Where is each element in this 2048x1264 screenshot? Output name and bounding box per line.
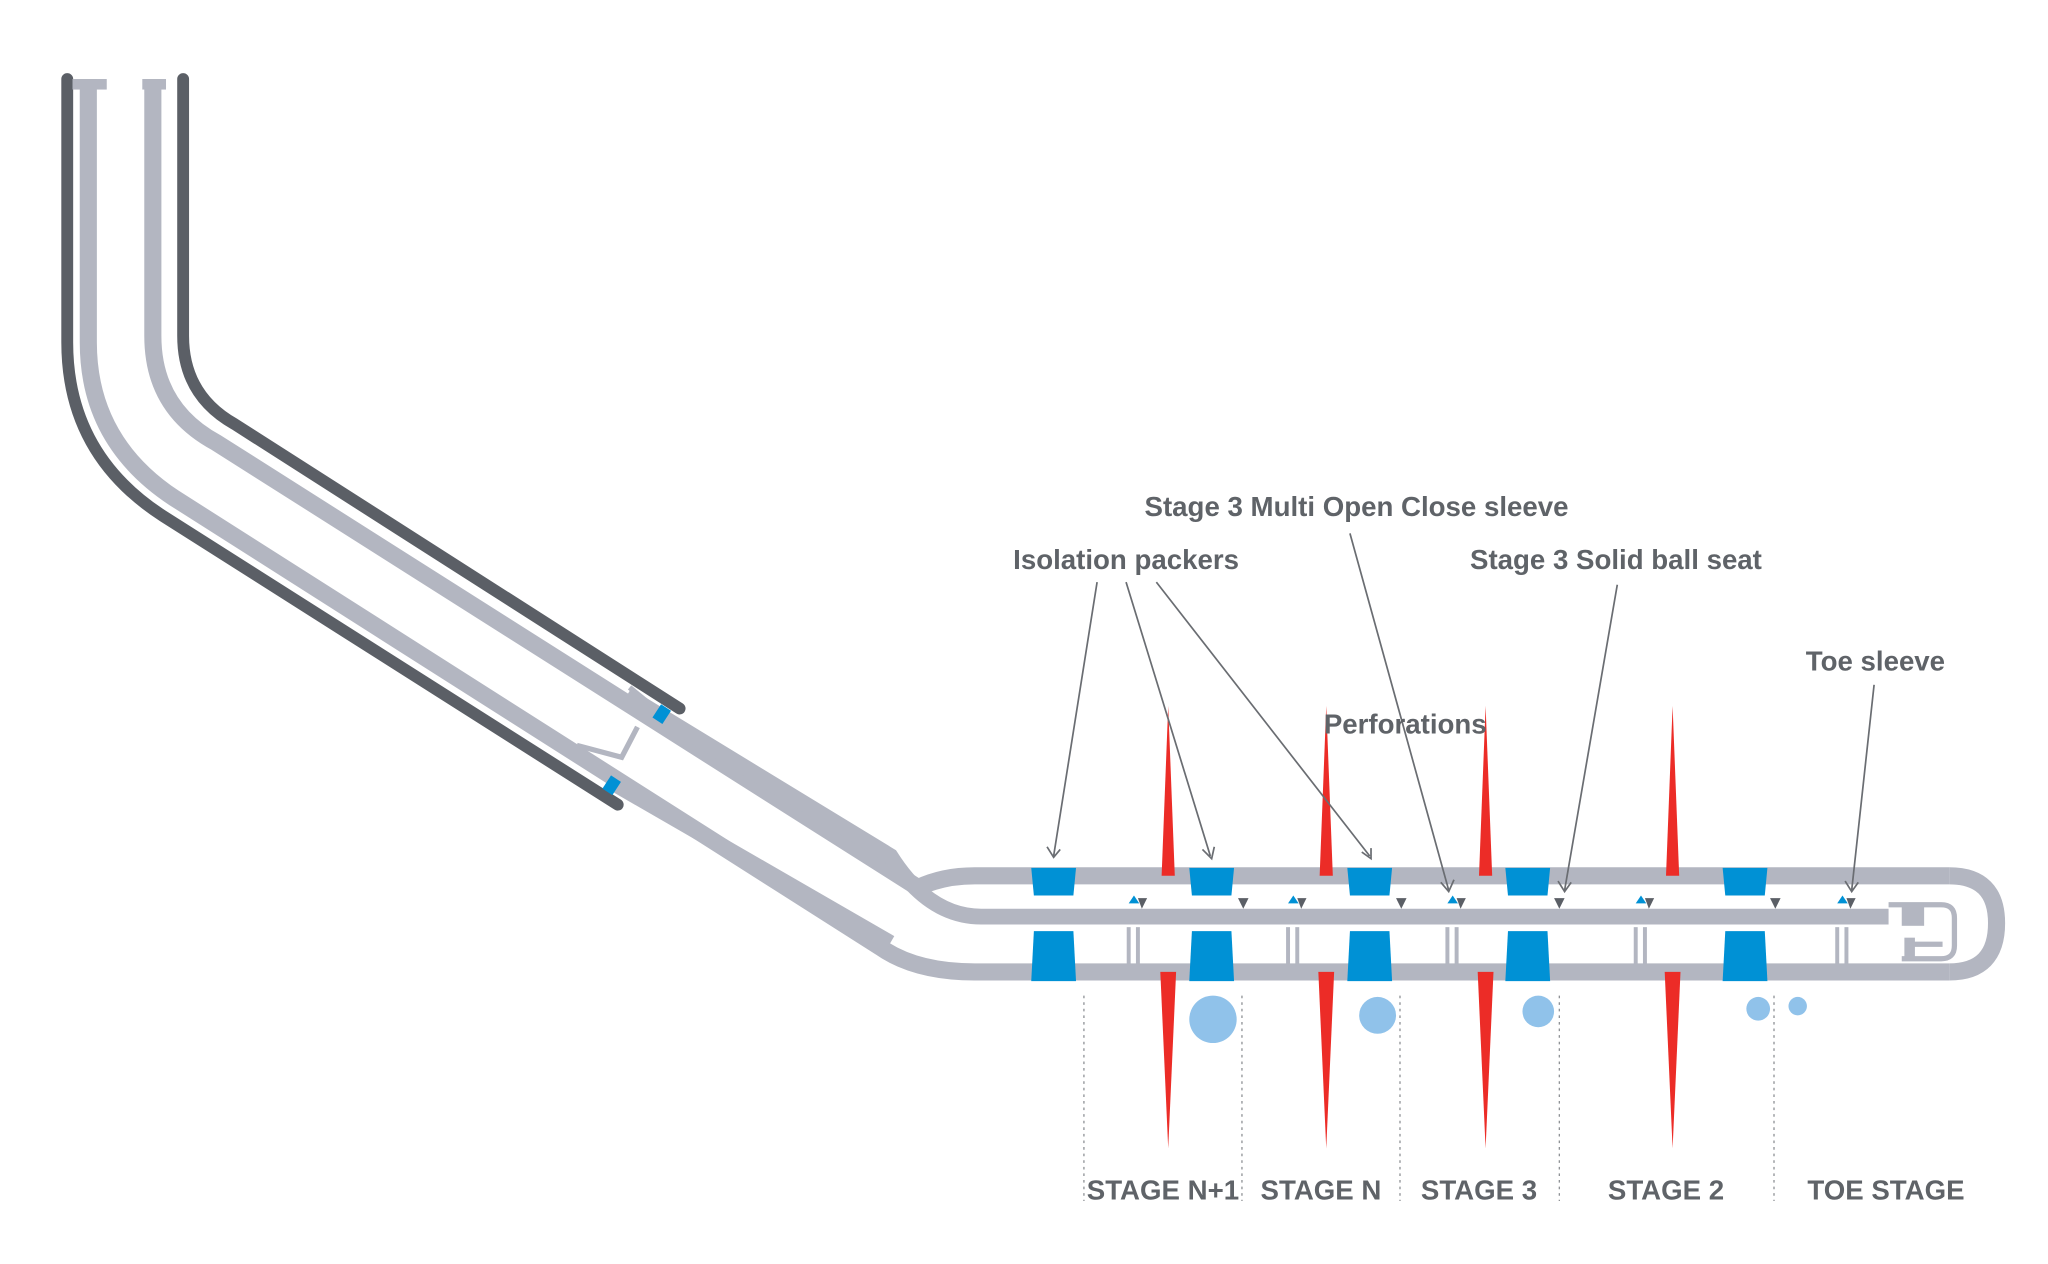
- frac-ball-3: [1522, 995, 1555, 1028]
- sleeve-port-2: [1288, 895, 1299, 904]
- pipe-top-left-wall: [72, 79, 107, 90]
- pipe-top-right-wall: [142, 79, 167, 90]
- liner-hanger-top: [627, 685, 661, 714]
- ball-seat-marker-1: [1238, 898, 1249, 909]
- casing-inner-wall: [177, 73, 686, 715]
- stage-label-n: STAGE N: [1261, 1175, 1382, 1206]
- stage-dividers: [1083, 995, 1775, 1202]
- frac-ball-2: [1359, 996, 1397, 1034]
- frac-fan-down-1: [1160, 971, 1177, 1149]
- ball-seat-marker-3: [1554, 898, 1565, 909]
- inner-liner: [622, 688, 1889, 925]
- sleeve-port-1: [1128, 895, 1140, 904]
- packer-top-1: [1031, 867, 1077, 896]
- inner-liner-lower: [612, 778, 895, 950]
- frac-fan-up-4: [1666, 705, 1680, 876]
- leader-packer-2: [1125, 581, 1216, 861]
- liner-hanger: [576, 725, 640, 761]
- frac-fan-up-3: [1479, 705, 1493, 876]
- outer-pipe-left-wall: [79, 79, 1950, 981]
- packer-top-2: [1189, 867, 1235, 896]
- frac-fan-down-3: [1477, 971, 1494, 1149]
- stage-label-toe: TOE STAGE: [1807, 1175, 1964, 1206]
- stage-label-3: STAGE 3: [1421, 1175, 1537, 1206]
- frac-fan-up-2: [1319, 705, 1333, 876]
- sleeve-port-4: [1635, 895, 1647, 904]
- frac-ball-5: [1788, 996, 1807, 1016]
- frac-fan-down-2: [1318, 971, 1335, 1149]
- ball-seat-marker-2: [1396, 898, 1407, 909]
- leader-ball-seat: [1557, 584, 1619, 894]
- packer-top-3: [1347, 867, 1393, 896]
- sleeves: [1126, 895, 1856, 967]
- packer-bottom-5: [1722, 931, 1768, 982]
- sleeve-port-5: [1837, 895, 1848, 904]
- packer-bottom-2: [1189, 931, 1235, 982]
- frac-balls: [1189, 995, 1807, 1044]
- toe-shoe-plate: [1901, 903, 1925, 926]
- packer-bottom-1: [1031, 931, 1077, 982]
- sleeve-seat-4: [1644, 898, 1655, 909]
- solid-ball-seat-label: Stage 3 Solid ball seat: [1470, 544, 1762, 575]
- leader-packer-3: [1155, 581, 1372, 861]
- toe-shoe-plug: [1904, 937, 1915, 959]
- sleeve-seat-5: [1846, 898, 1856, 909]
- frac-ball-4: [1746, 996, 1771, 1021]
- leader-lines: [1046, 533, 1875, 894]
- packer-bottom-3: [1347, 931, 1393, 982]
- frac-fans: [1160, 705, 1681, 1149]
- toe-sleeve-label: Toe sleeve: [1806, 645, 1945, 676]
- isolation-packers: [1031, 867, 1768, 982]
- sleeve-seat-3: [1456, 898, 1466, 909]
- stage-label-2: STAGE 2: [1608, 1175, 1724, 1206]
- stage-label-n-plus-1: STAGE N+1: [1087, 1175, 1239, 1206]
- packer-bottom-4: [1505, 931, 1551, 982]
- perforations-label: Perforations: [1324, 709, 1487, 740]
- multi-open-close-sleeve-label: Stage 3 Multi Open Close sleeve: [1145, 491, 1569, 522]
- sleeve-port-3: [1447, 895, 1458, 904]
- leader-packer-1: [1046, 581, 1098, 859]
- sleeve-seat-1: [1137, 898, 1148, 909]
- toe-end-cap: [1948, 867, 2006, 981]
- packer-top-5: [1722, 867, 1768, 896]
- leader-toe-sleeve: [1844, 684, 1875, 894]
- packer-top-4: [1505, 867, 1551, 896]
- outer-pipe-right-wall: [144, 79, 1950, 898]
- frac-fan-up-1: [1161, 705, 1175, 876]
- toe-inner-cap: [1888, 902, 1958, 962]
- frac-fan-down-4: [1664, 971, 1681, 1149]
- sleeve-seat-2: [1297, 898, 1307, 909]
- ball-seat-marker-4: [1770, 898, 1781, 909]
- leader-sleeve: [1349, 533, 1455, 894]
- hanger-seal-upper: [652, 704, 672, 724]
- isolation-packers-label: Isolation packers: [1013, 544, 1239, 575]
- frac-ball-1: [1189, 995, 1237, 1044]
- hanger-seal-lower: [602, 775, 621, 796]
- casing-outer-wall: [61, 73, 624, 811]
